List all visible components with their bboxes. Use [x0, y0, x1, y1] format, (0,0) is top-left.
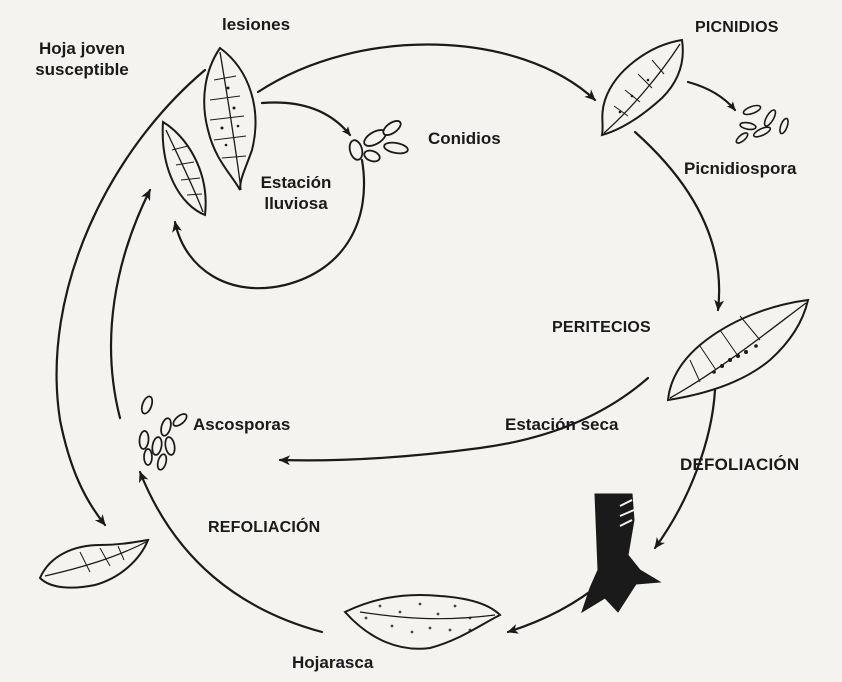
fallen-leaf-icon [40, 540, 148, 588]
arrow-lesiones-to-conidios [262, 102, 350, 135]
picnidios-label: PICNIDIOS [695, 18, 779, 38]
estacion-seca-label: Estación seca [505, 414, 618, 435]
lesioned-leaf-icon [204, 48, 255, 190]
refoliacion-label: REFOLIACIÓN [208, 518, 320, 538]
estacion-lluviosa-label: Estación lluviosa [248, 172, 344, 215]
ascosporas-label: Ascosporas [193, 414, 290, 435]
arrow-lesiones-to-picnidios [258, 45, 595, 100]
picnidiospora-label: Picnidiospora [684, 158, 796, 179]
hojarasca-icon [345, 595, 500, 649]
conidios-label: Conidios [428, 128, 501, 149]
picnidios-leaf-icon [602, 40, 683, 135]
hojarasca-label: Hojarasca [292, 652, 373, 673]
hoja-joven-line2: susceptible [12, 59, 152, 80]
defoliacion-label: DEFOLIACIÓN [680, 454, 799, 475]
young-leaf-icon [163, 122, 206, 215]
lesiones-label: lesiones [222, 14, 290, 35]
estacion-lluviosa-line2: lluviosa [248, 193, 344, 214]
estacion-lluviosa-line1: Estación [248, 172, 344, 193]
picnidiospora-icon [735, 104, 790, 145]
arrow-ascosporas-to-leaves [111, 190, 150, 418]
hoja-joven-line1: Hoja joven [12, 38, 152, 59]
peritecios-label: PERITECIOS [552, 318, 651, 338]
conidios-icon [348, 118, 409, 163]
ascosporas-icon [139, 395, 189, 471]
arrow-hojarasca-to-ascosporas [140, 472, 322, 632]
hoja-joven-label: Hoja joven susceptible [12, 38, 152, 81]
peritecios-leaf-icon [668, 300, 808, 400]
arrow-picnidios-to-picnidiospora [688, 82, 735, 110]
defoliated-tree-icon [582, 494, 660, 612]
